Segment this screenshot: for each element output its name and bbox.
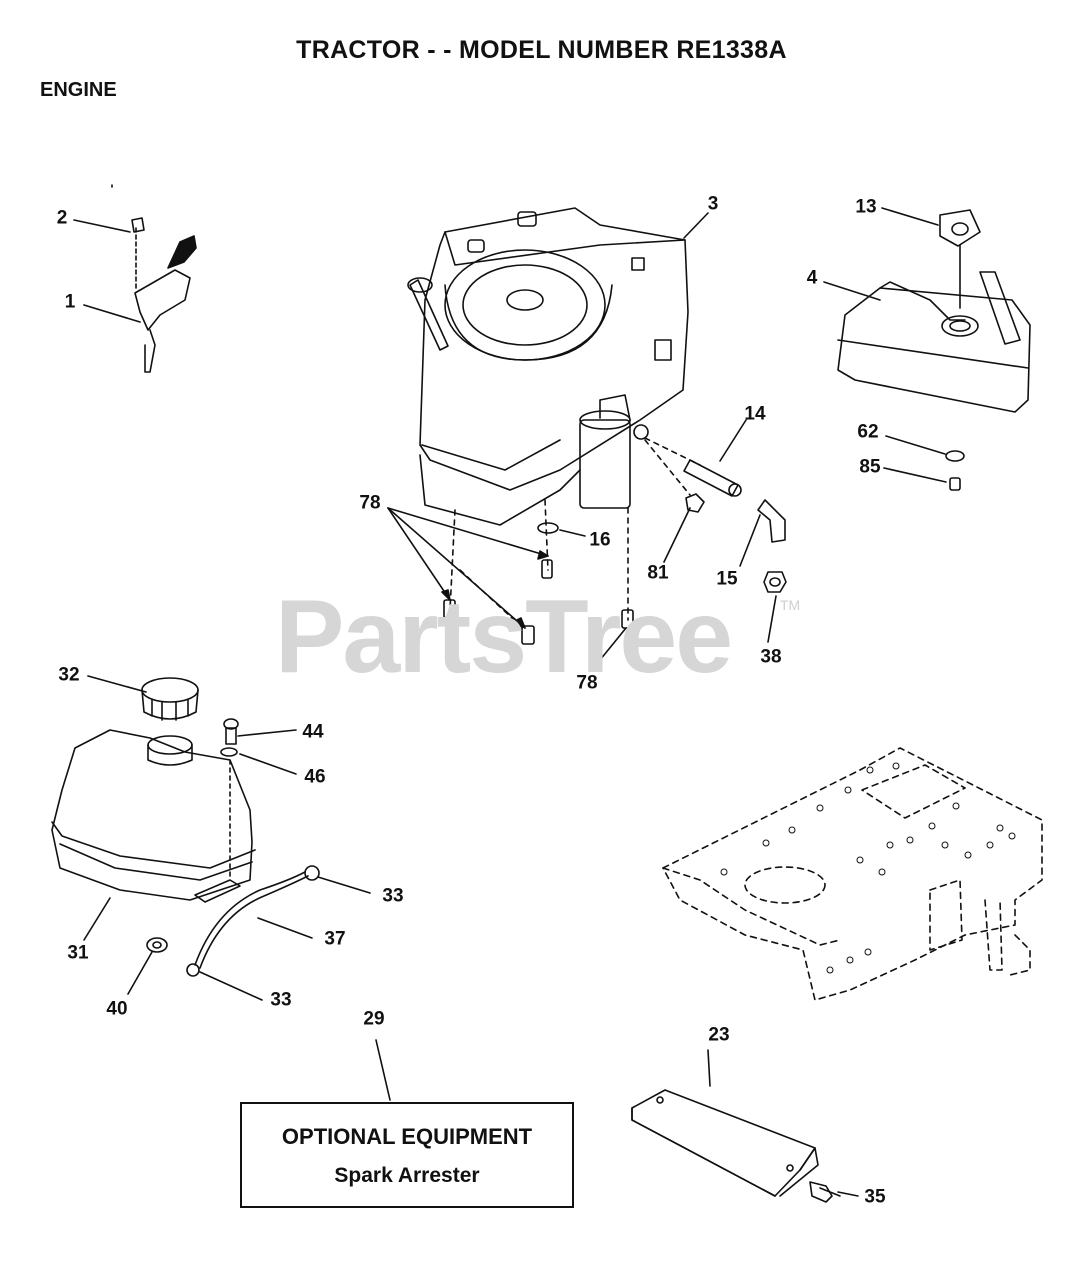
callout-13: 13 <box>855 196 877 218</box>
callout-81: 81 <box>647 562 669 584</box>
callout-15: 15 <box>716 568 738 590</box>
leader-38 <box>767 595 777 643</box>
callout-33-lower: 33 <box>270 989 292 1011</box>
exhaust-fittings-part <box>683 459 787 593</box>
leader-4 <box>823 281 881 301</box>
throttle-control-part <box>111 184 197 373</box>
callout-2: 2 <box>56 207 68 229</box>
muffler-part <box>837 209 1031 491</box>
callout-40: 40 <box>106 998 128 1020</box>
heat-shield-part <box>631 1089 841 1203</box>
leader-46 <box>239 753 297 775</box>
leader-37 <box>257 917 313 939</box>
callout-46: 46 <box>304 766 326 788</box>
optional-equipment-item: Spark Arrester <box>334 1164 480 1187</box>
leader-23 <box>707 1049 711 1087</box>
callout-78-left: 78 <box>359 492 381 514</box>
leader-35 <box>837 1191 859 1197</box>
callout-37: 37 <box>324 928 346 950</box>
callout-16: 16 <box>589 529 611 551</box>
engine-part <box>407 207 701 631</box>
leader-2 <box>73 219 131 233</box>
watermark: PartsTree <box>275 579 733 695</box>
callout-4: 4 <box>806 267 818 289</box>
leader-62 <box>885 435 946 455</box>
optional-equipment-box: OPTIONAL EQUIPMENT Spark Arrester <box>240 1102 574 1208</box>
callout-3: 3 <box>707 193 719 215</box>
callout-78-right: 78 <box>576 672 598 694</box>
watermark-tm: TM <box>780 597 801 613</box>
callout-35: 35 <box>864 1186 886 1208</box>
leader-85 <box>883 467 947 483</box>
leader-33b <box>199 971 263 1001</box>
callout-62: 62 <box>857 421 879 443</box>
callout-23: 23 <box>708 1024 730 1046</box>
callout-14: 14 <box>744 403 766 425</box>
leader-13 <box>881 207 939 226</box>
leader-33a <box>317 876 371 894</box>
callout-31: 31 <box>67 942 89 964</box>
leader-78-group <box>387 507 549 629</box>
callout-85: 85 <box>859 456 881 478</box>
callout-44: 44 <box>302 721 324 743</box>
leader-16 <box>559 529 586 537</box>
leader-1 <box>83 304 141 323</box>
page-title: TRACTOR - - MODEL NUMBER RE1338A <box>296 36 787 64</box>
section-label: ENGINE <box>40 79 117 101</box>
tractor-frame-part <box>662 747 1043 1001</box>
optional-equipment-heading: OPTIONAL EQUIPMENT <box>281 1124 533 1149</box>
leader-29 <box>375 1039 391 1101</box>
fuel-tank-part <box>51 729 256 903</box>
leader-40 <box>127 951 153 995</box>
leader-32 <box>87 675 147 693</box>
leader-3 <box>683 212 709 239</box>
fuel-cap-part <box>141 677 239 881</box>
callout-29: 29 <box>363 1008 385 1030</box>
callout-1: 1 <box>64 291 76 313</box>
callout-38: 38 <box>760 646 782 668</box>
leader-78b <box>599 627 627 661</box>
callout-32: 32 <box>58 664 80 686</box>
fuel-line-part <box>146 865 320 977</box>
callout-33-upper: 33 <box>382 885 404 907</box>
leader-15 <box>739 514 761 567</box>
leader-44 <box>237 729 297 737</box>
leader-14 <box>719 419 747 462</box>
leader-31 <box>83 897 111 941</box>
leader-81 <box>663 507 691 563</box>
frame-holes <box>720 762 1016 974</box>
